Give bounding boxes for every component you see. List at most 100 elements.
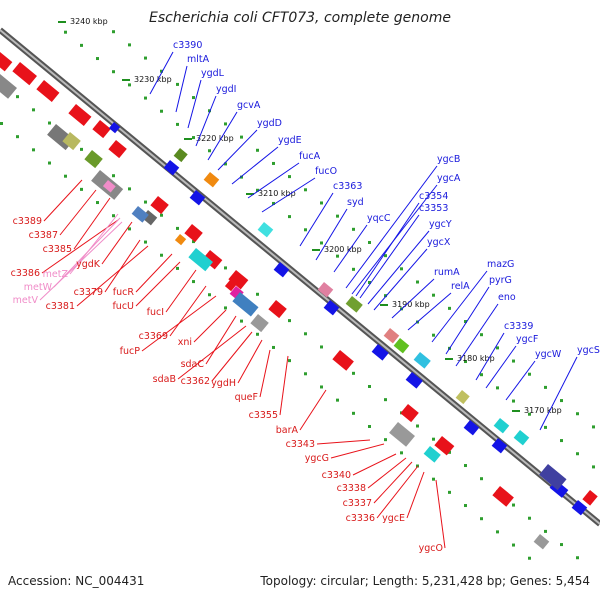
track-dot: [320, 385, 323, 389]
gene-label-sdaC: sdaC: [181, 359, 205, 370]
track-dot: [176, 226, 179, 230]
track-dot: [176, 122, 179, 126]
tick-label: 3220 kbp: [196, 134, 234, 143]
track-dot: [112, 174, 115, 178]
gene-label-metW: metW: [24, 282, 53, 293]
track-dot: [272, 345, 275, 349]
track-dot: [400, 267, 403, 271]
gene-features: [0, 52, 598, 550]
gene-feature: [533, 533, 550, 550]
track-dot: [560, 439, 563, 443]
gene-feature: [36, 80, 60, 102]
gene-label-ygcF: ygcF: [516, 334, 538, 345]
label-leader: [141, 295, 217, 352]
gene-feature: [108, 122, 121, 134]
label-leader: [43, 179, 83, 222]
track-dot: [528, 372, 531, 376]
track-dot: [432, 293, 435, 297]
gene-feature: [228, 270, 249, 290]
gene-label-c3340: c3340: [322, 470, 351, 481]
label-leader: [76, 245, 149, 307]
track-dot: [368, 384, 371, 388]
tick-mark: [312, 249, 320, 251]
label-leader: [373, 248, 428, 311]
label-leader: [367, 457, 407, 489]
track-dot: [240, 175, 243, 179]
gene-feature: [68, 104, 92, 126]
track-dot: [352, 267, 355, 271]
track-dot: [512, 359, 515, 363]
track-dot: [128, 83, 131, 87]
track-dot: [160, 213, 163, 217]
topology-text: Topology: circular; Length: 5,231,428 bp…: [260, 574, 590, 588]
track-dot: [496, 346, 499, 350]
track-dot: [320, 201, 323, 205]
gene-labels: c3390mltAygdLygdIgcvAygdDygdEfucAfucOc33…: [11, 40, 600, 554]
gene-label-c3386: c3386: [11, 268, 40, 279]
label-leader: [73, 197, 111, 250]
label-leader: [345, 165, 438, 289]
gene-feature: [571, 500, 588, 516]
gene-label-fucA: fucA: [299, 151, 321, 162]
label-leader: [104, 239, 141, 293]
track-dot: [272, 161, 275, 165]
label-leader: [187, 79, 202, 129]
track-dot: [336, 214, 339, 218]
track-dot: [512, 503, 515, 507]
label-leader: [406, 471, 425, 519]
label-leader: [169, 285, 207, 337]
track-dot: [192, 240, 195, 244]
track-dot: [160, 253, 163, 257]
gene-feature: [232, 292, 259, 317]
label-leader: [279, 355, 289, 416]
track-dot: [432, 477, 435, 481]
gene-label-ygcO: ygcO: [419, 543, 443, 554]
gene-feature: [323, 300, 340, 316]
track-dot: [384, 398, 387, 402]
track-dot: [208, 293, 211, 297]
track-dot: [192, 280, 195, 284]
label-leader: [231, 146, 279, 185]
track-dot: [144, 240, 147, 244]
track-dot: [128, 227, 131, 231]
track-dot: [288, 175, 291, 179]
label-leader: [205, 315, 237, 365]
track-dot: [96, 201, 99, 205]
track-dot: [48, 121, 51, 125]
gene-feature: [434, 436, 455, 456]
label-leader: [333, 224, 368, 273]
label-leader: [299, 192, 334, 247]
gene-feature: [413, 352, 431, 369]
gene-feature: [389, 422, 415, 447]
gene-label-ygcB: ygcB: [437, 154, 460, 165]
track-dot: [288, 359, 291, 363]
gene-feature: [257, 221, 274, 238]
track-dot: [496, 530, 499, 534]
track-dot: [528, 412, 531, 416]
label-leader: [193, 309, 227, 343]
track-dot: [64, 174, 67, 178]
track-dot: [32, 148, 35, 152]
track-dot: [240, 135, 243, 139]
gene-label-ygcW: ygcW: [535, 349, 562, 360]
label-leader: [485, 345, 517, 389]
tick-mark: [246, 193, 254, 195]
tick-label: 3190 kbp: [392, 300, 430, 309]
label-leader: [373, 461, 413, 504]
track-dot: [416, 280, 419, 284]
gene-feature: [345, 295, 363, 313]
label-leader: [539, 356, 578, 431]
gene-label-c3363: c3363: [333, 181, 362, 192]
gene-label-gcvA: gcvA: [237, 100, 261, 111]
gene-label-c3390: c3390: [173, 40, 202, 51]
gene-feature: [268, 300, 287, 319]
gene-label-ygcX: ygcX: [427, 237, 451, 248]
track-dot: [176, 266, 179, 270]
gene-feature: [92, 119, 111, 139]
gene-feature: [102, 180, 116, 193]
label-leader: [247, 162, 300, 199]
track-dot: [288, 319, 291, 323]
gene-feature: [492, 486, 514, 507]
track-dot: [576, 556, 579, 560]
gene-feature: [423, 446, 441, 463]
